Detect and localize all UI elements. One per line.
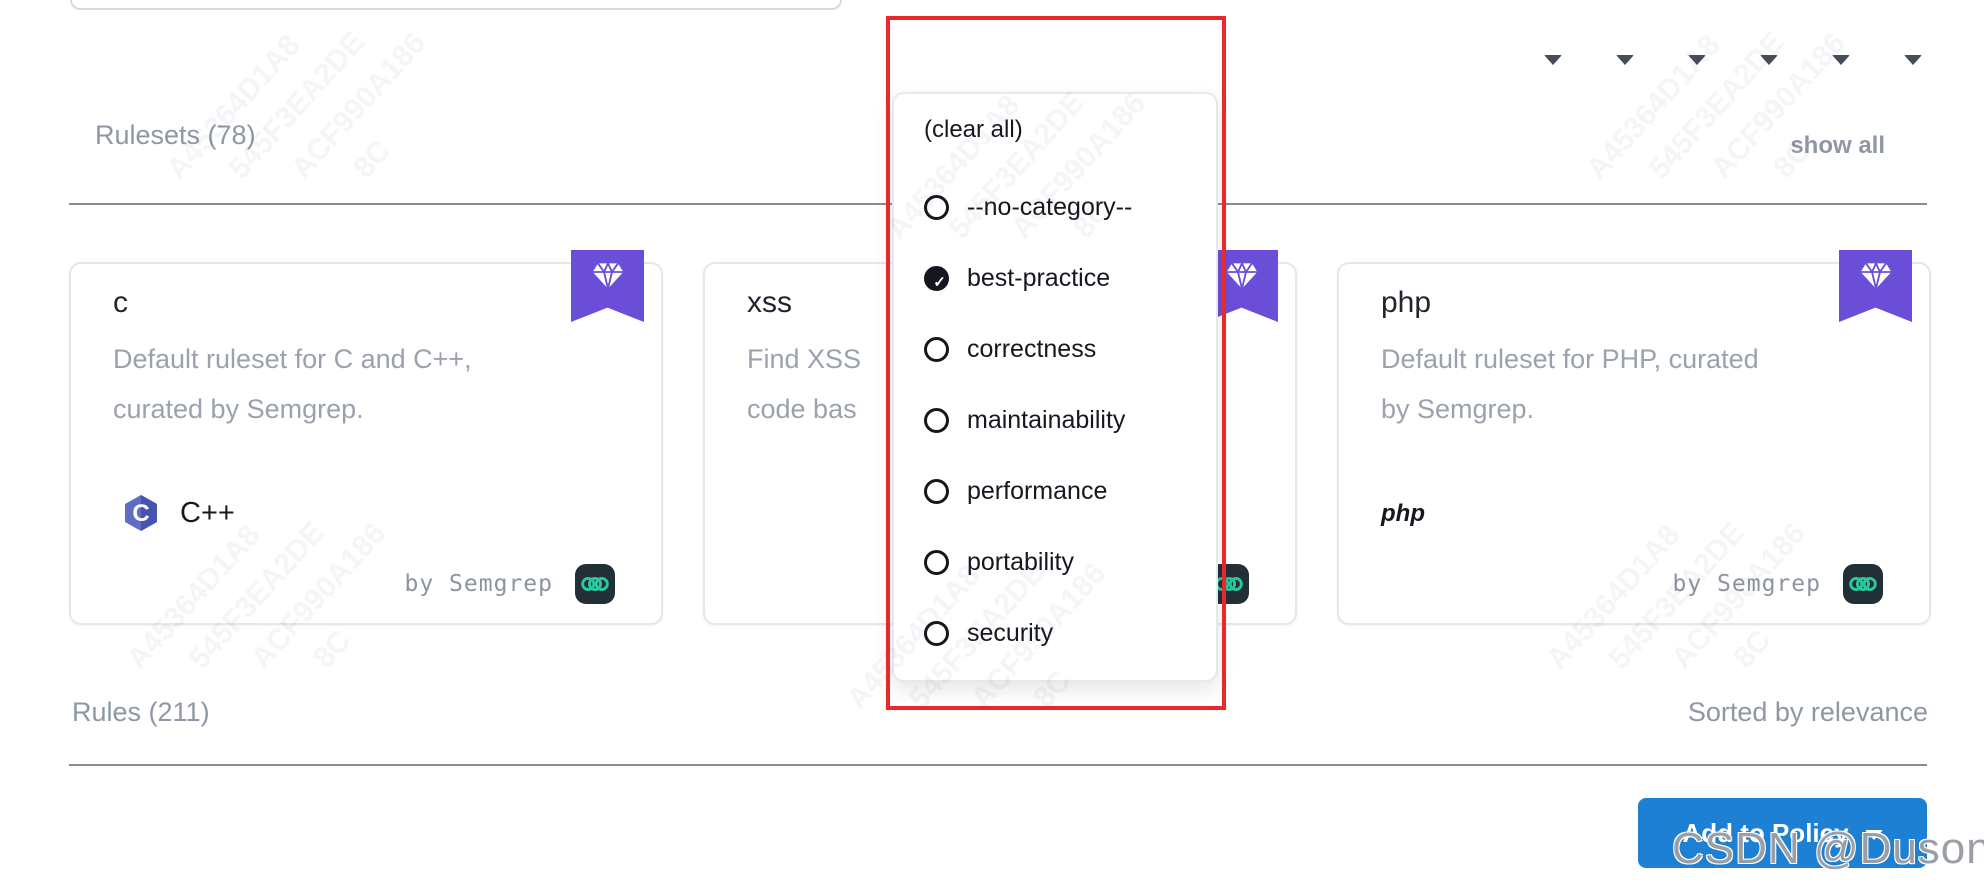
diamond-icon: [1226, 262, 1257, 289]
filter-category[interactable]: [1604, 52, 1634, 65]
radio-icon[interactable]: [924, 479, 949, 504]
filter-severity[interactable]: [1820, 52, 1850, 65]
chevron-down-icon: [1904, 54, 1922, 65]
dropdown-option-no-category[interactable]: --no-category--: [924, 172, 1132, 243]
byline: by Semgrep: [1673, 563, 1883, 605]
php-language-label: php: [1381, 500, 1425, 527]
radio-icon[interactable]: [924, 621, 949, 646]
search-input[interactable]: [70, 0, 842, 10]
premium-ribbon-badge: [571, 250, 644, 322]
rules-heading: Rules (211): [72, 697, 210, 727]
chevron-down-icon: [1544, 54, 1562, 65]
byline: by Semgrep: [405, 563, 615, 605]
dropdown-option-best-practice[interactable]: best-practice: [924, 243, 1132, 314]
svg-text:C: C: [132, 500, 149, 527]
category-option-list: --no-category-- best-practice correctnes…: [924, 172, 1132, 669]
card-title: c: [113, 286, 128, 319]
filter-language[interactable]: [1532, 52, 1562, 65]
radio-checked-icon[interactable]: [924, 266, 952, 294]
dropdown-option-security[interactable]: security: [924, 598, 1132, 669]
rulesets-heading: Rulesets (78): [95, 120, 256, 150]
language-row: C C++: [124, 492, 235, 534]
language-label: C++: [180, 496, 235, 529]
section-divider: [69, 764, 1927, 766]
semgrep-logo-icon: [1843, 564, 1883, 604]
chevron-down-icon: [1864, 830, 1883, 840]
byline-text: by Semgrep: [404, 571, 553, 597]
card-title: php: [1381, 286, 1432, 319]
show-all-link[interactable]: show all: [1790, 132, 1885, 159]
card-description: Default ruleset for C and C++, curated b…: [113, 344, 472, 424]
semgrep-logo-icon: [575, 564, 615, 604]
card-description: Default ruleset for PHP, curated by Semg…: [1381, 344, 1759, 424]
sort-label: Sorted by relevance: [1687, 697, 1928, 727]
radio-icon[interactable]: [924, 408, 949, 433]
byline-text: by Semgrep: [1672, 571, 1821, 597]
diamond-icon: [592, 262, 623, 289]
dropdown-option-portability[interactable]: portability: [924, 527, 1132, 598]
chevron-down-icon: [1688, 54, 1706, 65]
dropdown-option-performance[interactable]: performance: [924, 456, 1132, 527]
diamond-icon: [1860, 262, 1891, 289]
category-dropdown-panel: (clear all) --no-category-- best-practic…: [892, 92, 1218, 682]
add-to-policy-label: Add to Policy: [1682, 817, 1849, 848]
cpp-logo-icon: C: [125, 495, 157, 531]
card-title: xss: [747, 286, 792, 319]
ruleset-card-php[interactable]: php Default ruleset for PHP, curated by …: [1337, 250, 1931, 625]
filter-visibility[interactable]: [1892, 52, 1922, 65]
card-description: Find XSS code bas: [747, 344, 862, 424]
clear-all-link[interactable]: (clear all): [924, 116, 1023, 143]
ruleset-card-c[interactable]: c Default ruleset for C and C++, curated…: [69, 250, 663, 625]
radio-icon[interactable]: [924, 550, 949, 575]
filter-technology[interactable]: [1676, 52, 1706, 65]
filter-owasp[interactable]: [1748, 52, 1778, 65]
radio-icon[interactable]: [924, 195, 949, 220]
add-to-policy-button[interactable]: Add to Policy: [1638, 798, 1927, 868]
premium-ribbon-badge: [1839, 250, 1912, 322]
chevron-down-icon: [1832, 54, 1850, 65]
chevron-down-icon: [1616, 54, 1634, 65]
dropdown-option-maintainability[interactable]: maintainability: [924, 385, 1132, 456]
radio-icon[interactable]: [924, 337, 949, 362]
chevron-down-icon: [1760, 54, 1778, 65]
filter-bar: [0, 36, 1922, 80]
dropdown-option-correctness[interactable]: correctness: [924, 314, 1132, 385]
